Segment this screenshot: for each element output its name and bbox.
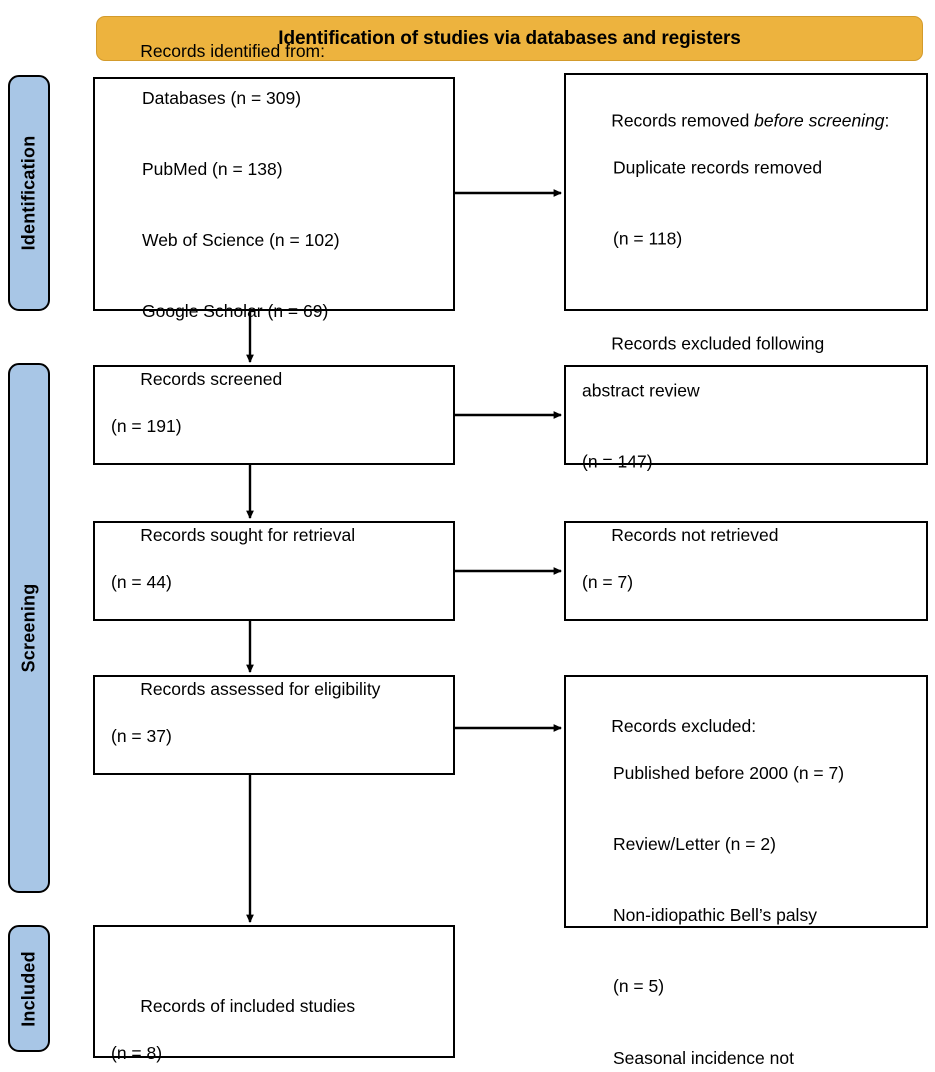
node-records-assessed-text: Records assessed for eligibility (n = 37… bbox=[111, 654, 443, 796]
records-excluded-abstract-line2: abstract review bbox=[582, 380, 700, 401]
node-records-excluded-abstract-text: Records excluded following abstract revi… bbox=[582, 308, 916, 521]
records-identified-item-pubmed: PubMed (n = 138) bbox=[142, 159, 283, 180]
node-records-excluded-reasons: Records excluded: Published before 2000 … bbox=[564, 675, 928, 1068]
node-records-sought-retrieval: Records sought for retrieval (n = 44) bbox=[93, 521, 455, 621]
records-removed-lead: Records removed bbox=[611, 110, 755, 131]
records-not-retrieved-count: (n = 7) bbox=[582, 572, 634, 592]
records-assessed-count: (n = 37) bbox=[111, 726, 172, 746]
records-screened-label: Records screened bbox=[140, 368, 283, 389]
node-records-screened: Records screened (n = 191) bbox=[93, 365, 455, 465]
records-excluded-abstract-line1: Records excluded following bbox=[611, 333, 825, 354]
stage-label-identification: Identification bbox=[18, 135, 39, 251]
node-records-included-text: Records of included studies (n = 8) bbox=[111, 971, 443, 1072]
stage-label-included: Included bbox=[18, 950, 39, 1027]
records-excluded-reason-non-idiopathic-count: (n = 5) bbox=[613, 976, 665, 997]
node-records-identified-text: Records identified from: Databases (n = … bbox=[111, 16, 443, 372]
diagram-header-banner: Identification of studies via databases … bbox=[96, 16, 923, 61]
records-screened-count: (n = 191) bbox=[111, 416, 182, 436]
records-excluded-reason-non-idiopathic: Non-idiopathic Bell’s palsy bbox=[613, 905, 817, 926]
node-records-included-studies: Records of included studies (n = 8) bbox=[93, 925, 455, 1063]
records-sought-count: (n = 44) bbox=[111, 572, 172, 592]
records-identified-item-databases: Databases (n = 309) bbox=[142, 88, 302, 109]
stage-bar-identification: Identification bbox=[8, 75, 50, 311]
records-excluded-reasons-heading: Records excluded: bbox=[611, 715, 757, 736]
records-removed-item-duplicates: Duplicate records removed bbox=[613, 157, 823, 178]
records-identified-item-web-of-science: Web of Science (n = 102) bbox=[142, 230, 340, 251]
node-records-not-retrieved: Records not retrieved (n = 7) bbox=[564, 521, 928, 621]
records-removed-lead-tail: : bbox=[884, 110, 890, 131]
records-excluded-reason-review-letter: Review/Letter (n = 2) bbox=[613, 834, 776, 855]
node-records-excluded-abstract: Records excluded following abstract revi… bbox=[564, 333, 928, 472]
records-sought-label: Records sought for retrieval bbox=[140, 524, 356, 545]
stage-label-screening: Screening bbox=[18, 583, 39, 673]
records-removed-item-count: (n = 118) bbox=[613, 228, 683, 249]
records-excluded-reason-published-before-2000: Published before 2000 (n = 7) bbox=[613, 763, 845, 784]
stage-bar-screening: Screening bbox=[8, 363, 50, 893]
records-excluded-abstract-count: (n = 147) bbox=[582, 451, 653, 472]
node-records-screened-text: Records screened (n = 191) bbox=[111, 344, 443, 486]
node-records-identified: Records identified from: Databases (n = … bbox=[93, 41, 455, 322]
records-excluded-reason-seasonal-incidence: Seasonal incidence not bbox=[613, 1047, 794, 1068]
node-records-excluded-reasons-text: Records excluded: Published before 2000 … bbox=[582, 691, 916, 1072]
header-title: Identification of studies via databases … bbox=[278, 27, 741, 49]
node-records-sought-text: Records sought for retrieval (n = 44) bbox=[111, 500, 443, 642]
records-removed-emphasis: before screening bbox=[754, 110, 885, 131]
node-records-removed-text: Records removed before screening: Duplic… bbox=[582, 85, 916, 298]
stage-bar-included: Included bbox=[8, 925, 50, 1052]
node-records-not-retrieved-text: Records not retrieved (n = 7) bbox=[582, 500, 916, 642]
records-identified-item-google-scholar: Google Scholar (n = 69) bbox=[142, 301, 329, 322]
records-identified-heading: Records identified from: bbox=[140, 40, 325, 61]
node-records-assessed-eligibility: Records assessed for eligibility (n = 37… bbox=[93, 675, 455, 775]
records-included-count: (n = 8) bbox=[111, 1043, 163, 1064]
node-records-removed-before-screening: Records removed before screening: Duplic… bbox=[564, 73, 928, 311]
records-assessed-label: Records assessed for eligibility bbox=[140, 678, 381, 699]
records-not-retrieved-label: Records not retrieved bbox=[611, 524, 779, 545]
records-included-label: Records of included studies bbox=[140, 995, 356, 1016]
